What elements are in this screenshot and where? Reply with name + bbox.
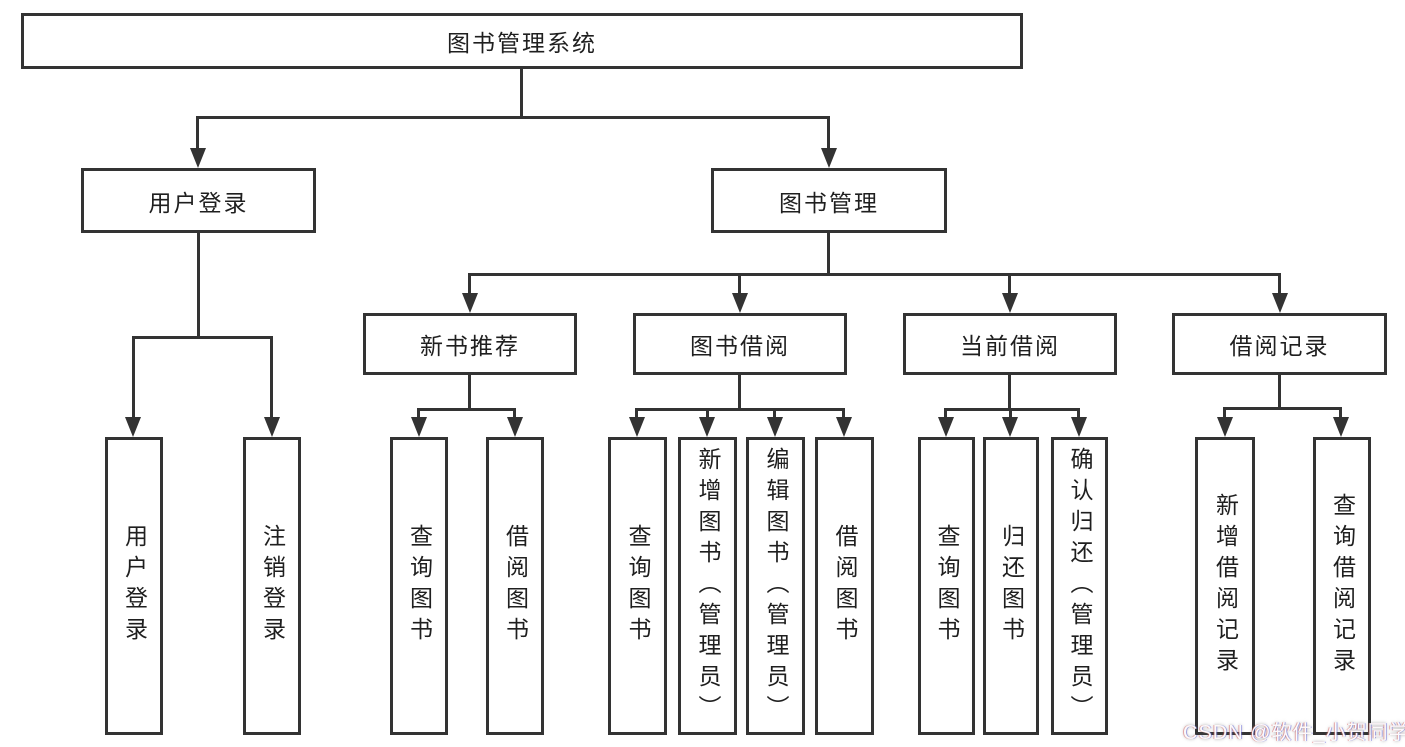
arrow-down-icon <box>264 417 280 437</box>
leaf-query-borrow-record: 查询借阅记录 <box>1313 437 1371 735</box>
connector-drop-current-borrow <box>1008 273 1011 295</box>
connector-drop-borrow-records <box>1278 273 1281 295</box>
leaf-confirm-return-admin: 确认归还（管理员） <box>1051 437 1108 735</box>
arrow-down-icon <box>190 148 206 168</box>
connector-drop-book-borrow <box>738 273 741 295</box>
connector-root-rail <box>197 116 830 119</box>
connector-drop-leaf <box>1339 407 1342 420</box>
connector-drop-leaf <box>270 336 273 419</box>
arrow-down-icon <box>411 417 427 437</box>
leaf-query-books: 查询图书 <box>918 437 975 735</box>
connector-current-borrow-rail <box>944 408 1080 411</box>
connector-drop-leaf <box>1077 408 1080 420</box>
leaf-query-books: 查询图书 <box>608 437 667 735</box>
arrow-down-icon <box>125 417 141 437</box>
node-borrowing-records: 借阅记录 <box>1172 313 1387 375</box>
arrow-down-icon <box>767 417 783 437</box>
arrow-down-icon <box>1071 417 1087 437</box>
connector-drop-leaf <box>773 408 776 420</box>
arrow-down-icon <box>1002 417 1018 437</box>
connector-book-borrow-rail <box>635 408 845 411</box>
connector-drop-leaf <box>944 408 947 420</box>
connector-drop-user-login <box>196 116 199 150</box>
connector-drop-leaf <box>1009 408 1012 420</box>
arrow-down-icon <box>1002 293 1018 313</box>
connector-user-login-trunk <box>197 232 200 337</box>
node-book-borrowing: 图书借阅 <box>633 313 847 375</box>
connector-new-book-trunk <box>468 375 471 409</box>
arrow-down-icon <box>462 293 478 313</box>
arrow-down-icon <box>1217 417 1233 437</box>
arrow-down-icon <box>1272 293 1288 313</box>
connector-book-borrow-trunk <box>738 375 741 409</box>
leaf-add-books-admin: 新增图书（管理员） <box>678 437 737 735</box>
connector-book-mgmt-trunk <box>827 233 830 274</box>
connector-drop-leaf <box>706 408 709 420</box>
connector-book-mgmt-rail <box>468 273 1281 276</box>
connector-drop-leaf <box>842 408 845 420</box>
leaf-query-books: 查询图书 <box>390 437 448 735</box>
leaf-borrow-books: 借阅图书 <box>486 437 544 735</box>
connector-drop-leaf <box>1223 407 1226 420</box>
leaf-add-borrow-record: 新增借阅记录 <box>1195 437 1255 735</box>
leaf-user-login: 用户登录 <box>105 437 163 735</box>
arrow-down-icon <box>699 417 715 437</box>
arrow-down-icon <box>507 417 523 437</box>
arrow-down-icon <box>629 417 645 437</box>
arrow-down-icon <box>938 417 954 437</box>
node-current-borrowing: 当前借阅 <box>903 313 1117 375</box>
connector-drop-book-mgmt <box>827 116 830 150</box>
connector-drop-leaf <box>132 336 135 419</box>
node-new-book-recommend: 新书推荐 <box>363 313 577 375</box>
connector-root-trunk <box>520 69 523 117</box>
connector-current-borrow-trunk <box>1008 375 1011 409</box>
arrow-down-icon <box>836 417 852 437</box>
node-library-management-system: 图书管理系统 <box>21 13 1023 69</box>
connector-borrow-records-rail <box>1223 407 1342 410</box>
arrow-down-icon <box>1333 417 1349 437</box>
csdn-watermark: CSDN @软件_小贺同学 <box>1183 722 1405 744</box>
node-book-management: 图书管理 <box>711 168 947 233</box>
connector-new-book-rail <box>417 408 516 411</box>
leaf-logout: 注销登录 <box>243 437 301 735</box>
node-user-login: 用户登录 <box>81 168 316 233</box>
connector-drop-leaf <box>635 408 638 420</box>
connector-drop-new-book <box>468 273 471 295</box>
leaf-borrow-books: 借阅图书 <box>815 437 874 735</box>
leaf-edit-books-admin: 编辑图书（管理员） <box>746 437 805 735</box>
connector-user-login-rail <box>132 336 273 339</box>
arrow-down-icon <box>821 148 837 168</box>
leaf-return-books: 归还图书 <box>983 437 1039 735</box>
connector-drop-leaf <box>513 408 516 420</box>
arrow-down-icon <box>732 293 748 313</box>
connector-borrow-records-trunk <box>1278 375 1281 408</box>
connector-drop-leaf <box>417 408 420 420</box>
